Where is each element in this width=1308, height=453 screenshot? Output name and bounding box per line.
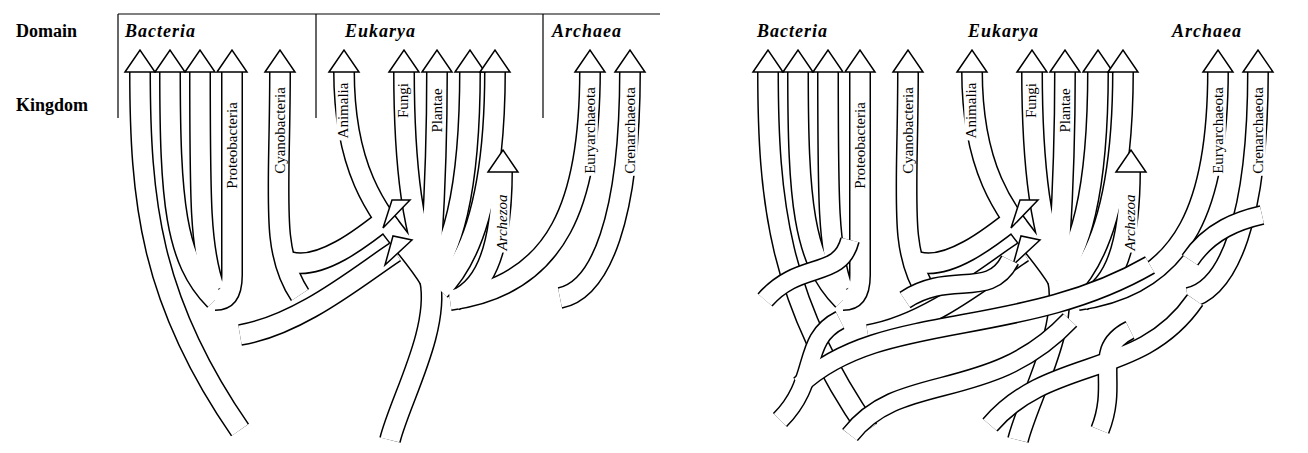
rank-label: Kingdom — [16, 96, 88, 114]
kingdom-name: Plantae — [1058, 86, 1073, 134]
domain-name: Archaea — [1172, 22, 1242, 40]
kingdom-name: Fungi — [1024, 80, 1039, 119]
kingdom-name: Crenarchaeota — [1250, 85, 1265, 176]
domain-name: Archaea — [552, 22, 622, 40]
kingdom-name: Crenarchaeota — [622, 85, 637, 176]
kingdom-name: Animalia — [336, 80, 351, 140]
kingdom-name: Euryarchaeota — [1210, 85, 1225, 176]
domain-name: Bacteria — [757, 22, 828, 40]
kingdom-name: Fungi — [396, 80, 411, 119]
kingdom-name: Archezoa — [494, 192, 509, 252]
kingdom-name: Cyanobacteria — [901, 85, 916, 176]
domain-name: Eukarya — [968, 22, 1039, 40]
kingdom-name: Archezoa — [1122, 192, 1137, 252]
kingdom-name: Proteobacteria — [225, 100, 240, 191]
domain-name: Eukarya — [345, 22, 416, 40]
domain-name: Bacteria — [125, 22, 196, 40]
rank-label: Domain — [16, 22, 77, 40]
kingdom-name: Cyanobacteria — [273, 85, 288, 176]
kingdom-name: Plantae — [430, 86, 445, 134]
kingdom-name: Euryarchaeota — [582, 85, 597, 176]
kingdom-name: Proteobacteria — [853, 100, 868, 191]
kingdom-name: Animalia — [964, 80, 979, 140]
